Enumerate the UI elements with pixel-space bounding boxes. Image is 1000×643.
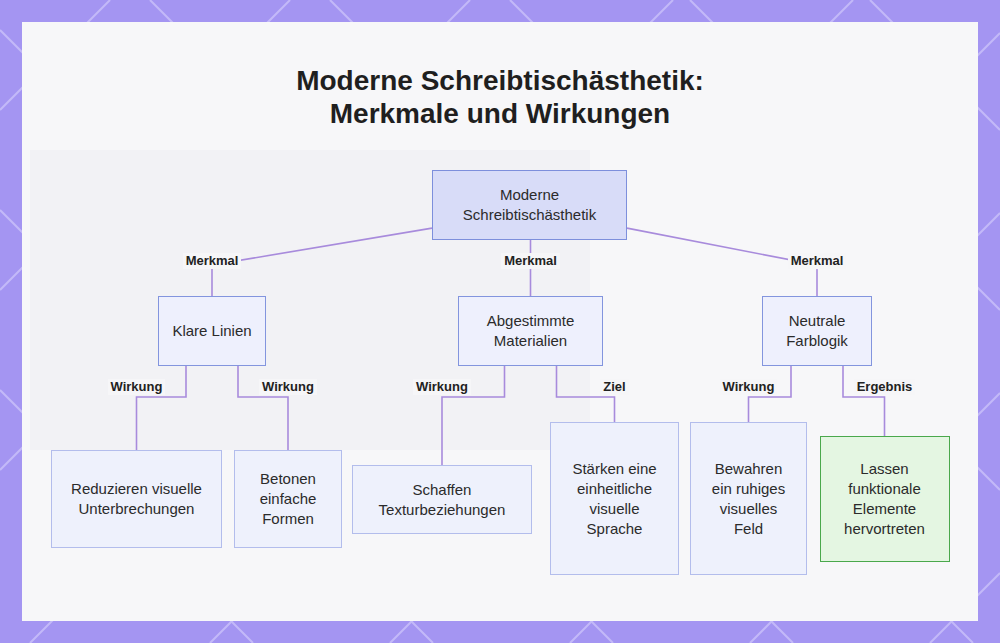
edge-label: Ergebnis xyxy=(854,379,916,395)
node-text: Abgestimmte Materialien xyxy=(468,311,593,351)
node-text: Lassen funktionale Elemente hervortreten xyxy=(830,459,940,539)
feature-box: Neutrale Farblogik xyxy=(762,296,872,366)
panel xyxy=(22,22,978,621)
node-text: Schaffen Texturbeziehungen xyxy=(362,480,522,520)
diagram-title: Moderne Schreibtischästhetik: Merkmale u… xyxy=(250,64,750,130)
root-box: Moderne Schreibtischästhetik xyxy=(432,170,627,240)
node-text: Bewahren ein ruhiges visuelles Feld xyxy=(709,459,789,539)
edge-label: Merkmal xyxy=(183,253,242,269)
feature-box: Klare Linien xyxy=(158,296,266,366)
effect-box: Lassen funktionale Elemente hervortreten xyxy=(820,436,950,562)
node-text: Stärken eine einheitliche visuelle Sprac… xyxy=(570,459,660,539)
node-text: Betonen einfache Formen xyxy=(252,469,324,529)
connector xyxy=(212,228,432,296)
edge-label: Ziel xyxy=(600,379,628,395)
node-text: Reduzieren visuelle Unterbrechungen xyxy=(62,479,212,519)
edge-label: Merkmal xyxy=(501,253,560,269)
edge-label: Wirkung xyxy=(259,379,317,395)
effect-box: Reduzieren visuelle Unterbrechungen xyxy=(51,450,222,548)
edge-label: Wirkung xyxy=(720,379,778,395)
node-text: Klare Linien xyxy=(172,321,251,341)
effect-box: Bewahren ein ruhiges visuelles Feld xyxy=(690,422,807,575)
edge-label: Wirkung xyxy=(413,379,471,395)
effect-box: Schaffen Texturbeziehungen xyxy=(352,465,532,534)
effect-box: Stärken eine einheitliche visuelle Sprac… xyxy=(550,422,679,575)
edge-label: Merkmal xyxy=(788,253,847,269)
edge-label: Wirkung xyxy=(108,379,166,395)
node-text: Moderne Schreibtischästhetik xyxy=(445,185,615,225)
node-text: Neutrale Farblogik xyxy=(772,311,862,351)
feature-box: Abgestimmte Materialien xyxy=(458,296,603,366)
connector xyxy=(843,366,885,436)
effect-box: Betonen einfache Formen xyxy=(234,450,342,548)
